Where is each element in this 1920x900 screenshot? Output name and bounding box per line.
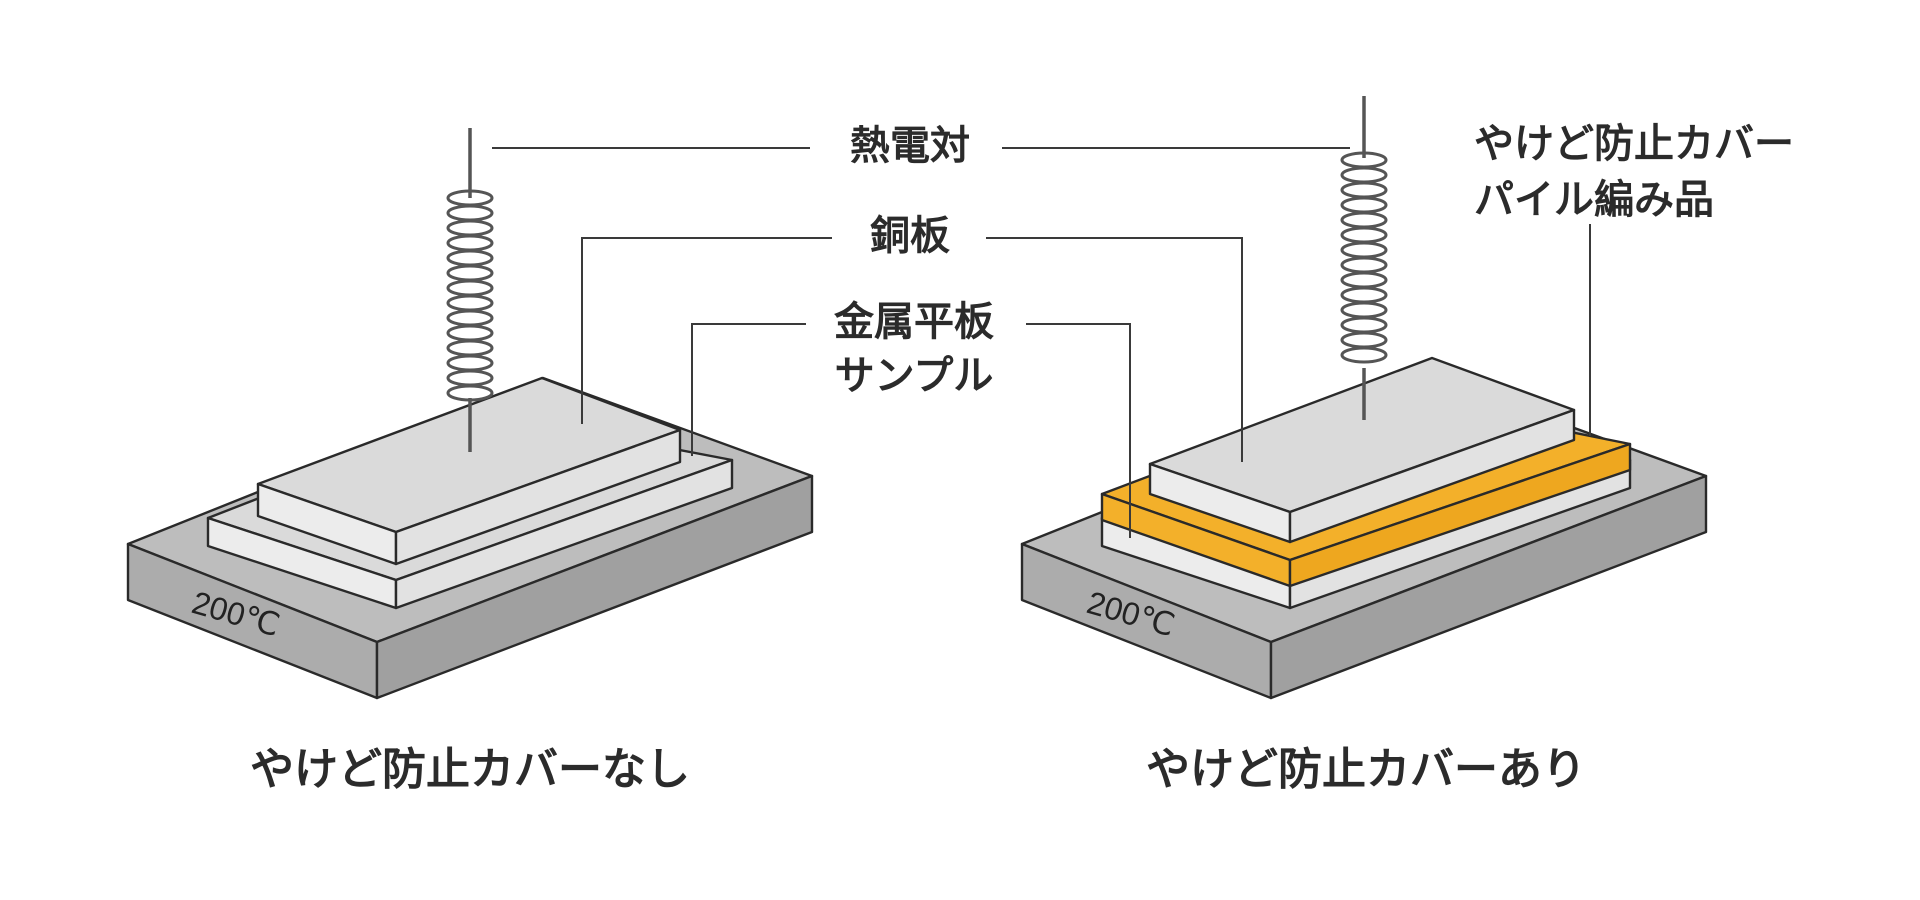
coil-loop [446, 219, 494, 237]
coil-loop [446, 204, 494, 222]
cover-side [1288, 442, 1632, 588]
label-sample-line2: サンプル [835, 353, 994, 399]
labels: 熱電対 銅板 金属平板 サンプル やけど防止カバー パイル編み品 [833, 121, 1794, 399]
coil-loop [1340, 256, 1388, 274]
heater-left-right [375, 474, 814, 700]
coil-loop [446, 294, 494, 312]
coil-loop [1340, 286, 1388, 304]
coil-loop [1340, 241, 1388, 259]
coil-loop [446, 234, 494, 252]
label-copper-plate: 銅板 [870, 213, 950, 259]
thermocouple-left [446, 128, 494, 452]
leader-copper-left [581, 237, 832, 424]
coil-loop [1340, 316, 1388, 334]
coil-loop [446, 279, 494, 297]
coil-loop [446, 309, 494, 327]
coil-loop [1340, 346, 1388, 364]
coil-loop [1340, 166, 1388, 184]
coil-loop [1340, 271, 1388, 289]
label-cover-line2: パイル編み品 [1474, 177, 1714, 223]
copper-right-side [1288, 408, 1576, 544]
coil-loop [446, 264, 494, 282]
label-sample-line1: 金属平板 [833, 299, 994, 345]
coil-loop [446, 339, 494, 357]
coil-loop [1340, 226, 1388, 244]
copper-left-side [394, 428, 682, 566]
caption-without-cover: やけど防止カバーなし [250, 744, 690, 795]
coil-loop [446, 384, 494, 402]
coil-loop [1340, 331, 1388, 349]
thermocouple-right [1340, 96, 1388, 420]
thermocouple-coil-icon [1340, 151, 1388, 364]
coil-loop [1340, 181, 1388, 199]
thermocouple-coil-icon [446, 189, 494, 402]
setup-with-cover: 200℃ [1020, 96, 1708, 700]
leader-sample-left [691, 323, 806, 456]
setup-without-cover: 200℃ [126, 128, 814, 700]
caption-with-cover: やけど防止カバーあり [1146, 744, 1586, 795]
coil-loop [446, 369, 494, 387]
coil-loop [446, 354, 494, 372]
label-cover-line1: やけど防止カバー [1474, 121, 1794, 167]
label-thermocouple: 熱電対 [850, 123, 970, 169]
coil-loop [1340, 301, 1388, 319]
sample-left-side [394, 458, 734, 610]
copper-plate-left [256, 376, 682, 566]
copper-plate-right [1148, 356, 1576, 544]
leader-copper-right [986, 237, 1243, 462]
coil-loop [1340, 211, 1388, 229]
leader-sample-right [1026, 323, 1131, 538]
coil-loop [446, 249, 494, 267]
coil-loop [1340, 196, 1388, 214]
coil-loop [446, 324, 494, 342]
heater-right-right [1269, 474, 1708, 700]
leader-lines [492, 147, 1591, 538]
